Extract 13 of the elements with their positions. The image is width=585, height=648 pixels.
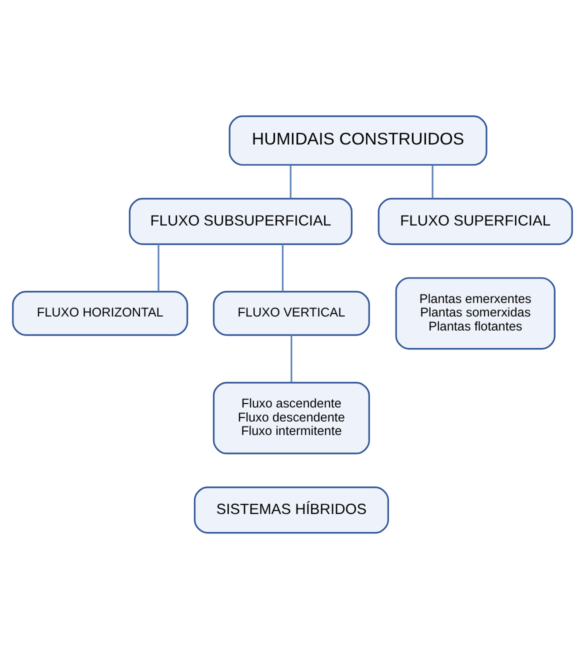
connector	[290, 334, 292, 382]
node-box: HUMIDAIS CONSTRUIDOS	[228, 114, 488, 166]
node-box: FLUXO SUPERFICIAL	[378, 197, 573, 244]
connector	[282, 244, 284, 292]
node-box: FLUXO SUBSUPERFICIAL	[128, 197, 352, 244]
connector	[158, 244, 160, 292]
node-box: SISTEMAS HÍBRIDOS	[194, 486, 389, 534]
node-box: FLUXO VERTICAL	[212, 290, 370, 336]
node-box: FLUXO HORIZONTAL	[12, 290, 188, 336]
connector	[432, 164, 434, 198]
node-box: Fluxo ascendente Fluxo descendente Fluxo intermitente	[212, 381, 370, 454]
node-box: Plantas emerxentes Plantas somerxidas Plantas flotantes	[395, 276, 556, 350]
connector	[290, 164, 292, 198]
